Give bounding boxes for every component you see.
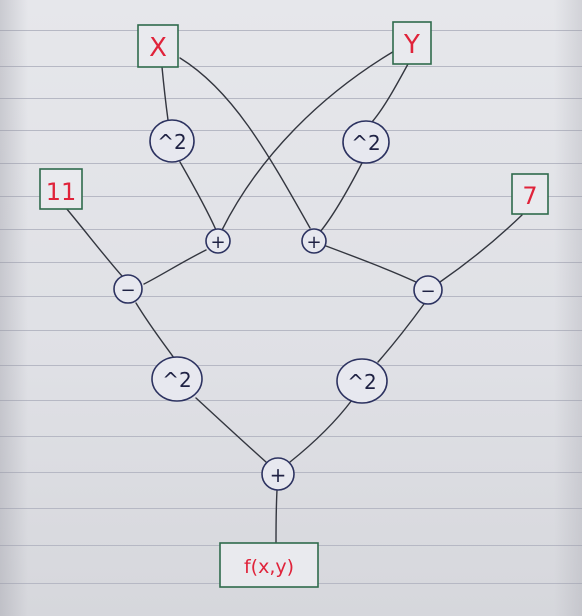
edge-eleven-to-minus-left bbox=[65, 207, 123, 277]
edge-plus-left-to-minus-left bbox=[143, 249, 207, 285]
edge-minus-left-to-square bbox=[135, 302, 175, 359]
edge-plus-right-to-minus-right bbox=[325, 245, 417, 283]
plus-right-operator: + bbox=[301, 228, 327, 254]
constant-seven-label: 7 bbox=[522, 182, 537, 210]
notebook-rule bbox=[0, 330, 582, 331]
notebook-rule bbox=[0, 508, 582, 509]
output-label: f(x,y) bbox=[244, 556, 294, 578]
input-y-node: Y bbox=[392, 21, 432, 65]
edge-x-to-plus-right bbox=[179, 57, 311, 229]
square-y-label: ^2 bbox=[351, 131, 380, 155]
square-left-operator: ^2 bbox=[151, 356, 203, 402]
plus-left-operator: + bbox=[205, 228, 231, 254]
notebook-rule bbox=[0, 66, 582, 67]
sum-operator: + bbox=[261, 457, 295, 491]
edge-right-square-to-sum bbox=[289, 399, 353, 463]
minus-left-operator: − bbox=[113, 274, 143, 304]
notebook-rule bbox=[0, 436, 582, 437]
notebook-rule bbox=[0, 163, 582, 164]
constant-eleven-node: 11 bbox=[39, 168, 83, 210]
square-x-operator: ^2 bbox=[149, 119, 195, 163]
edge-y-square-to-plus-right bbox=[319, 162, 363, 233]
page-shadow-right bbox=[554, 0, 582, 616]
constant-seven-node: 7 bbox=[511, 173, 549, 215]
edge-y-to-square bbox=[371, 63, 409, 123]
edge-sum-to-output bbox=[275, 489, 278, 544]
input-x-label: X bbox=[149, 33, 167, 63]
output-node: f(x,y) bbox=[219, 542, 319, 588]
edge-x-square-to-plus-left bbox=[179, 161, 217, 231]
square-right-operator: ^2 bbox=[336, 358, 388, 404]
notebook-rule bbox=[0, 98, 582, 99]
constant-eleven-label: 11 bbox=[46, 178, 77, 206]
plus-right-label: + bbox=[306, 232, 321, 253]
graph-edges bbox=[65, 49, 523, 544]
notebook-rule bbox=[0, 262, 582, 263]
notebook-rule bbox=[0, 130, 582, 131]
plus-left-label: + bbox=[210, 232, 225, 253]
square-x-label: ^2 bbox=[157, 130, 186, 154]
edge-y-to-plus-left bbox=[221, 49, 397, 231]
edge-seven-to-minus-right bbox=[439, 214, 523, 283]
notebook-rule bbox=[0, 30, 582, 31]
sum-label: + bbox=[270, 463, 287, 487]
notebook-rule bbox=[0, 296, 582, 297]
input-y-label: Y bbox=[403, 30, 420, 60]
edge-x-to-square bbox=[161, 66, 169, 121]
edge-minus-right-to-square bbox=[377, 303, 425, 363]
edge-left-square-to-sum bbox=[195, 397, 267, 463]
square-left-label: ^2 bbox=[162, 368, 191, 392]
input-x-node: X bbox=[137, 24, 179, 68]
notebook-rule bbox=[0, 400, 582, 401]
minus-left-label: − bbox=[120, 280, 135, 301]
minus-right-operator: − bbox=[413, 275, 443, 305]
notebook-rule bbox=[0, 229, 582, 230]
notebook-rule bbox=[0, 365, 582, 366]
page-shadow-left bbox=[0, 0, 28, 616]
square-y-operator: ^2 bbox=[342, 120, 390, 164]
square-right-label: ^2 bbox=[347, 370, 376, 394]
minus-right-label: − bbox=[420, 281, 435, 302]
notebook-rule bbox=[0, 196, 582, 197]
